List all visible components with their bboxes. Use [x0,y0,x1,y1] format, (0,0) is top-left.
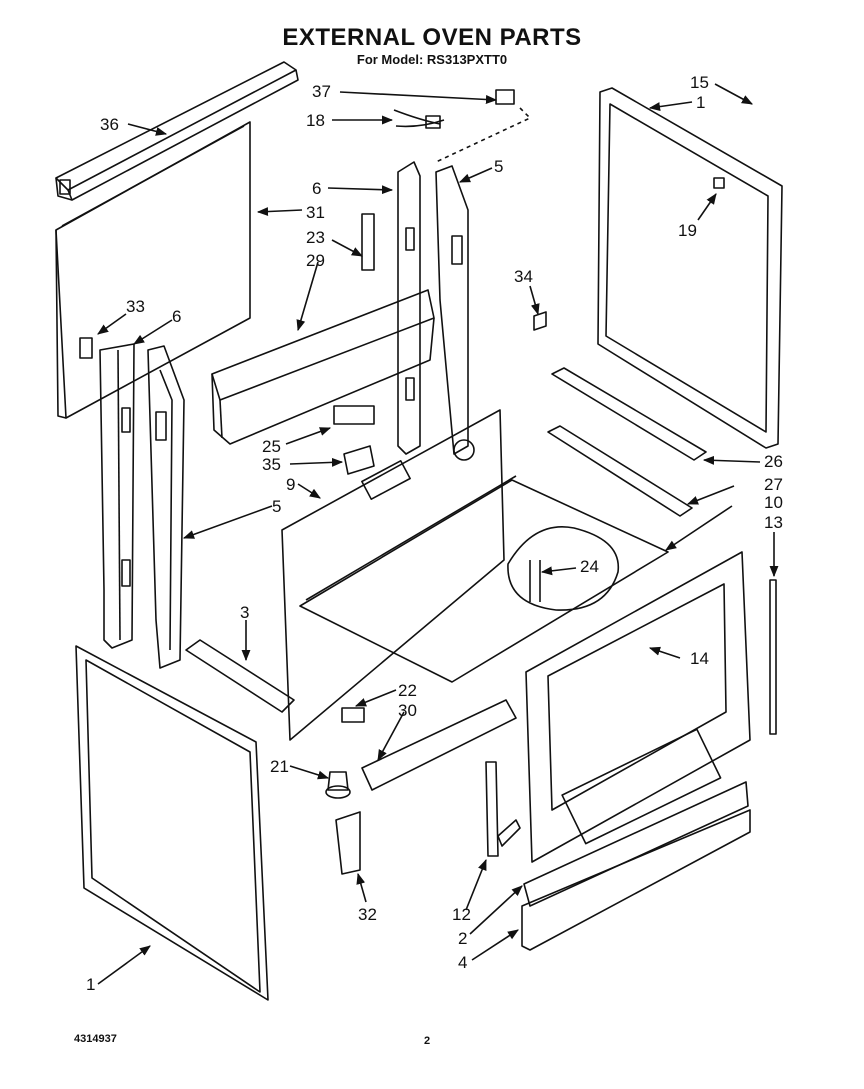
part-29-bracket [211,289,435,445]
callout-19: 19 [678,221,697,240]
part-31-left-side-panel [55,121,251,419]
part-25-switch [333,405,375,425]
callout-35: 35 [262,455,281,474]
part-33-bracket [79,337,93,359]
part-14-front-frame [525,551,751,863]
callout-4: 4 [458,953,467,972]
footer-page-number: 2 [424,1035,431,1047]
leader-lines [97,83,779,985]
callout-37: 37 [312,82,331,101]
callout-23: 23 [306,228,325,247]
callout-22: 22 [398,681,417,700]
callout-34: 34 [514,267,533,286]
callout-36: 36 [100,115,119,134]
part-18-wire-harness [393,109,445,129]
part-12-hinge [485,761,521,857]
callout-24: 24 [580,557,599,576]
page-title: EXTERNAL OVEN PARTS [282,24,582,51]
callout-2: 2 [458,929,467,948]
part-6-center-rail [397,161,421,455]
part-3-lower-rail [185,639,295,713]
part-1-lower-side-panel [75,645,269,1001]
callout-15: 15 [690,73,709,92]
callout-10: 10 [764,493,783,512]
callout-5-upper: 5 [494,157,503,176]
part-5-right-channel [435,165,469,455]
part-34-screw [533,311,547,331]
callout-6-upper: 6 [312,179,321,198]
callout-3: 3 [240,603,249,622]
callout-33: 33 [126,297,145,316]
callout-labels: 36 37 18 15 1 6 5 31 23 29 19 34 33 6 25… [86,73,783,994]
part-23-strip [361,213,375,271]
footer-part-number: 4314937 [74,1033,117,1045]
model-subtitle: For Model: RS313PXTT0 [356,52,508,67]
callout-21: 21 [270,757,289,776]
callout-18: 18 [306,111,325,130]
callout-30: 30 [398,701,417,720]
callout-12: 12 [452,905,471,924]
part-2-kick-panel [523,781,749,907]
callout-1-upper: 1 [696,93,705,112]
part-19-clip [713,177,725,189]
callout-13: 13 [764,513,783,532]
part-21-leveling-leg [325,771,351,799]
callout-29: 29 [306,251,325,270]
callout-1-lower: 1 [86,975,95,994]
callout-31: 31 [306,203,325,222]
callout-25: 25 [262,437,281,456]
part-27-rail [547,425,693,517]
callout-6-left: 6 [172,307,181,326]
callout-14: 14 [690,649,709,668]
callout-27: 27 [764,475,783,494]
part-37-clip [495,89,515,105]
part-4-kick-plate [521,809,751,951]
part-26-rail [551,367,707,461]
callout-9: 9 [286,475,295,494]
part-22-bracket [341,707,365,723]
part-35-thermostat [343,445,375,475]
part-1-upper-door-frame [597,87,783,449]
part-32-bracket [335,811,361,875]
part-9-back-panel [281,409,505,741]
callout-5-left: 5 [272,497,281,516]
part-30-support [361,699,517,791]
part-24-element [507,526,620,611]
part-5-left-channel [147,345,185,669]
part-13-trim [769,579,777,735]
part-10-oven-floor [299,475,669,683]
callout-32: 32 [358,905,377,924]
part-36-top-rail [55,61,299,201]
callout-26: 26 [764,452,783,471]
